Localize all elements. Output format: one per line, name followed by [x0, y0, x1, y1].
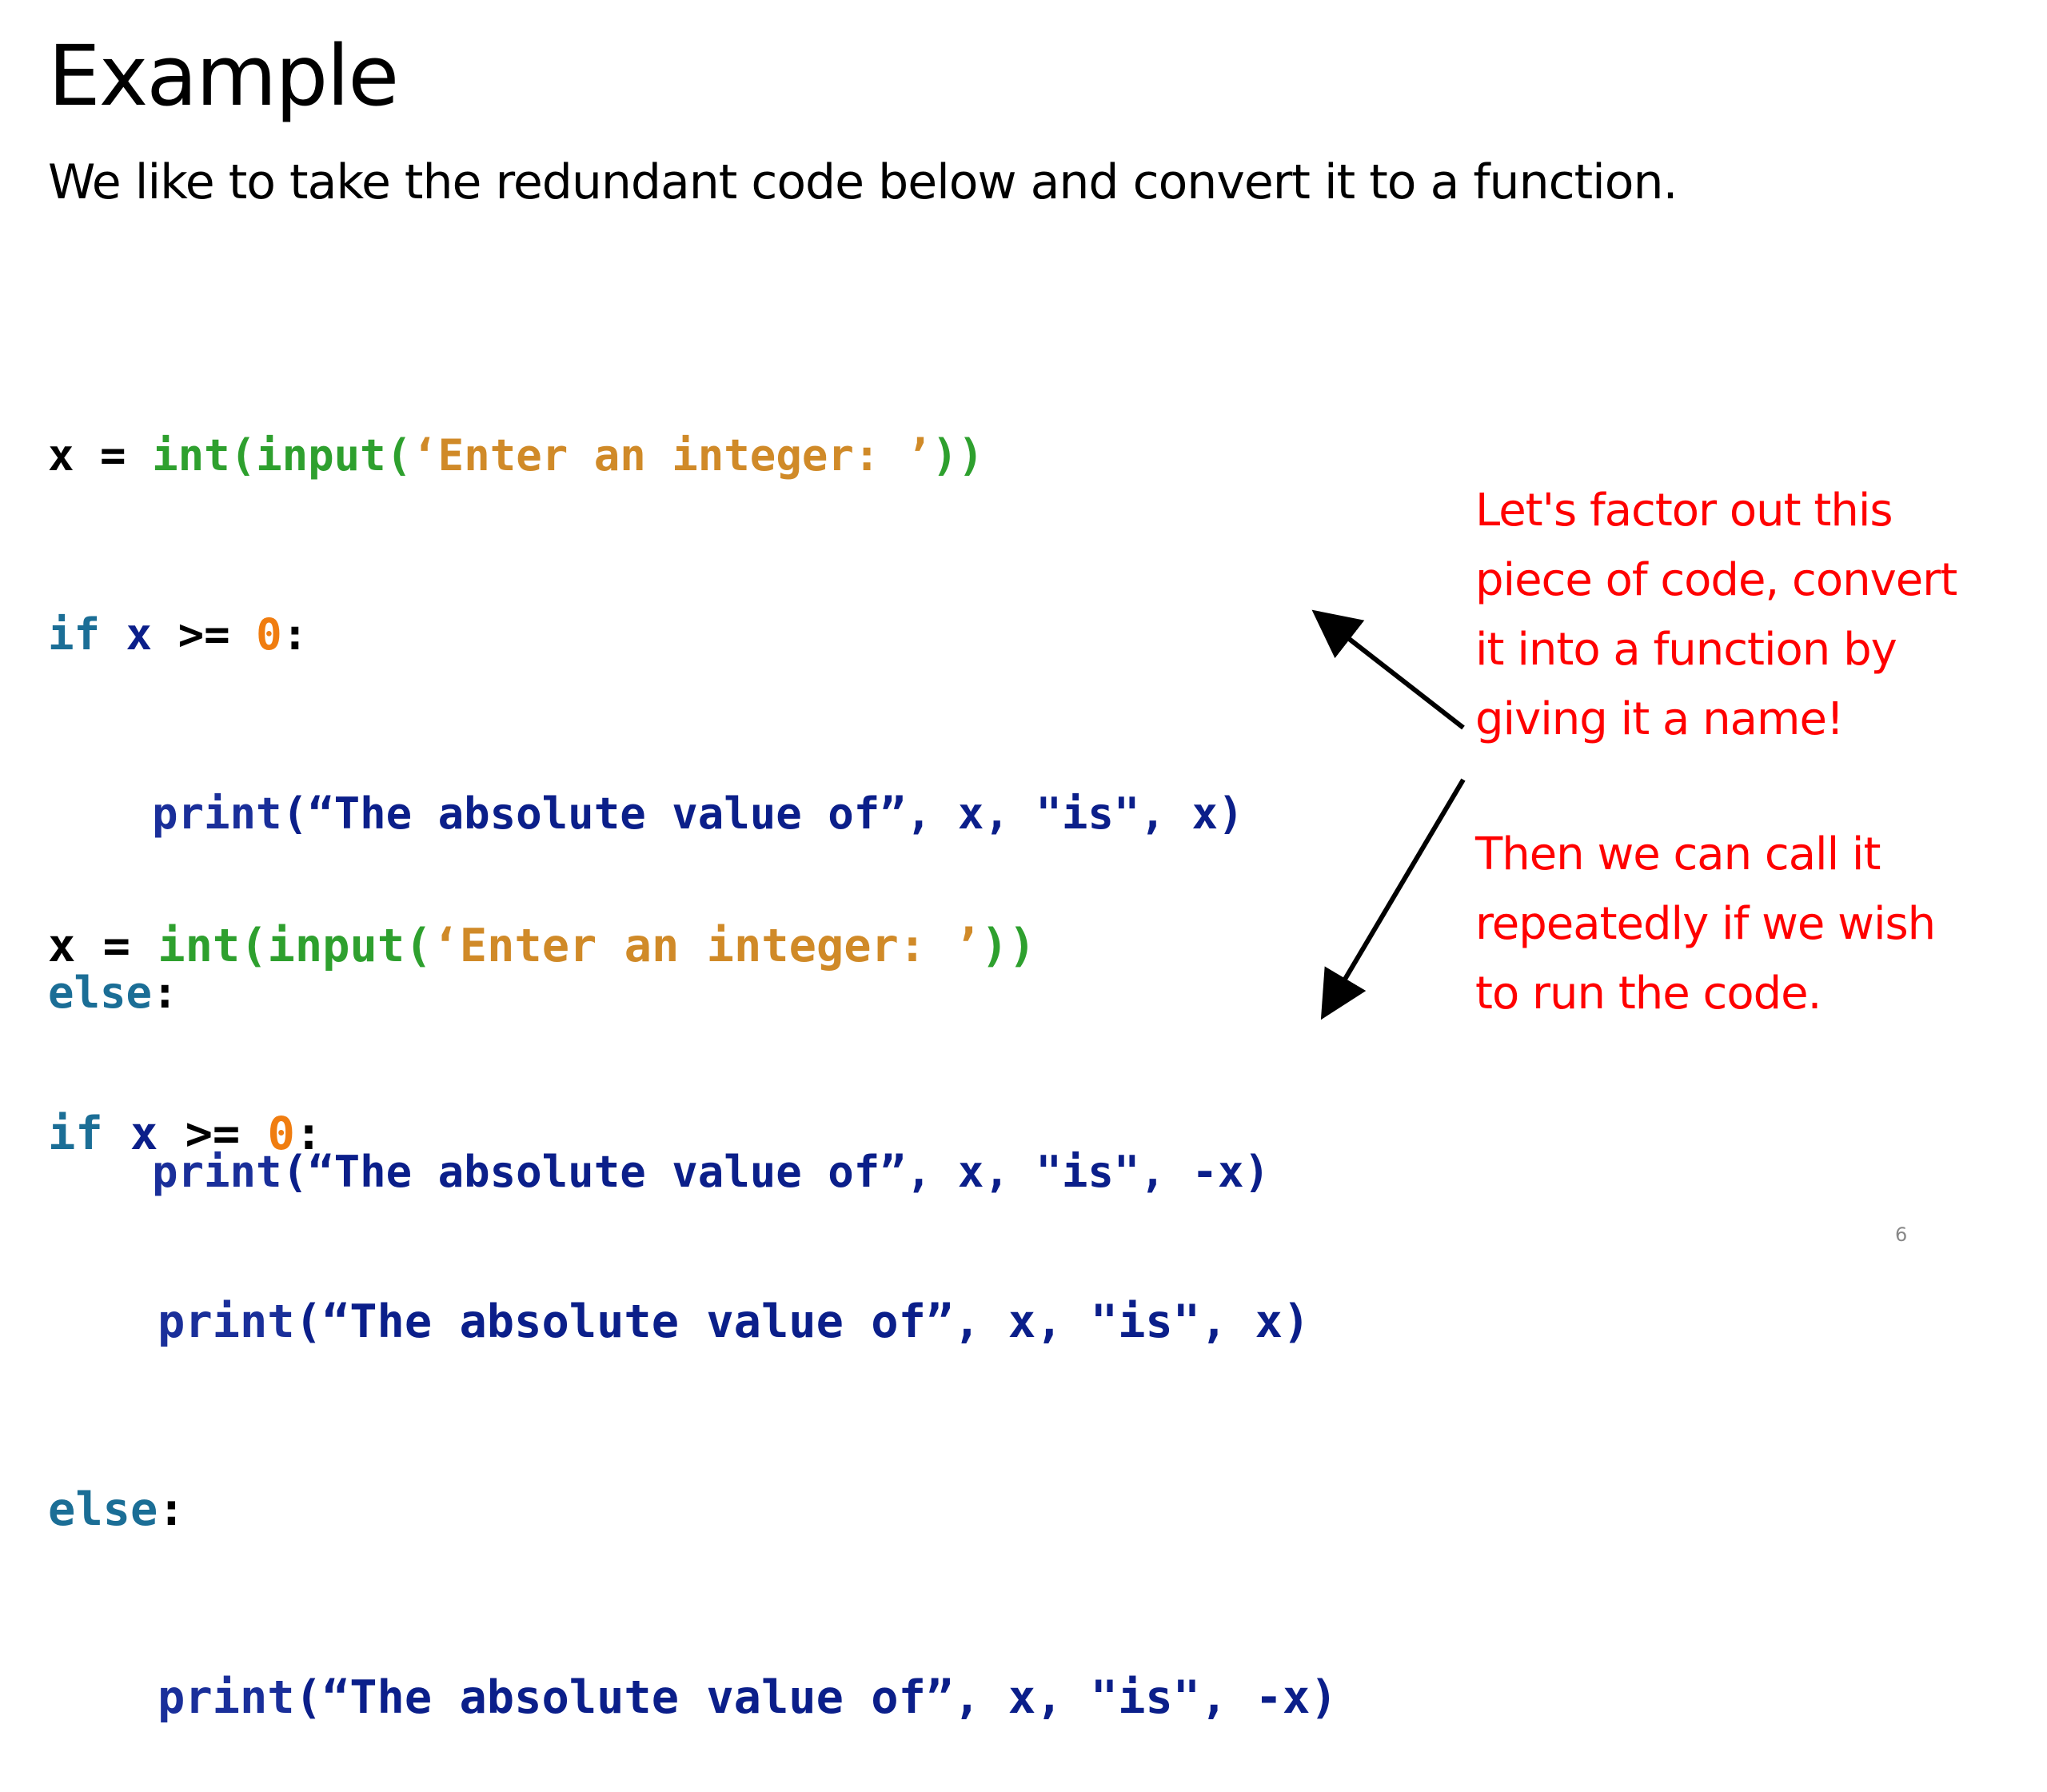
code-block-1: x = int(input(‘Enter an integer: ’)) if …: [48, 316, 1270, 1262]
code-token-string: ‘Enter an integer: ’: [412, 430, 932, 481]
slide-subtitle: We like to take the redundant code below…: [48, 154, 1678, 210]
code-token-colon: :: [281, 609, 309, 660]
code-token-keyword: else: [48, 1483, 158, 1536]
code-token-keyword: else: [48, 968, 153, 1018]
code-line: x = int(input(‘Enter an integer: ’)): [48, 417, 1270, 495]
code-line: if x >= 0:: [48, 1093, 1338, 1175]
code-token-args: (“The absolute value of”, x, "is", x): [294, 1295, 1311, 1348]
code-token-args: (“The absolute value of”, x, "is", -x): [294, 1671, 1338, 1724]
slide-title: Example: [48, 27, 399, 125]
code-token-operator: >=: [185, 1108, 268, 1160]
code-token-close: )): [932, 430, 984, 481]
code-token-var: x: [100, 609, 178, 660]
code-line: print(“The absolute value of”, x, "is", …: [48, 775, 1270, 853]
code-token-call: print: [152, 1147, 282, 1197]
code-token-operator: >=: [178, 609, 257, 660]
code-token-var: x: [102, 1108, 186, 1160]
code-line: else:: [48, 1469, 1338, 1551]
code-token-call: print: [158, 1295, 295, 1348]
annotation-factor-out: Let's factor out this piece of code, con…: [1475, 476, 2019, 754]
code-token-args: (“The absolute value of”, x, "is", x): [281, 788, 1244, 839]
code-token-keyword: if: [48, 1108, 103, 1160]
page-number: 6: [1895, 1223, 1908, 1246]
code-line: if x >= 0:: [48, 596, 1270, 674]
code-token-string: ‘Enter an integer: ’: [432, 920, 981, 972]
code-block-2: x = int(input(‘Enter an integer: ’)) if …: [48, 800, 1338, 1792]
code-token-colon: :: [158, 1483, 186, 1536]
annotation-call-repeatedly: Then we can call it repeatedly if we wis…: [1475, 820, 2019, 1028]
code-token-number: 0: [256, 609, 282, 660]
code-token-args: (“The absolute value of”, x, "is", -x): [281, 1147, 1270, 1197]
code-token-keyword: if: [48, 609, 101, 660]
annotation-line: repeatedly if we wish: [1475, 898, 1936, 950]
annotation-line: Let's factor out this: [1475, 485, 1893, 537]
annotation-line: piece of code, convert: [1475, 554, 1957, 606]
annotation-line: it into a function by: [1475, 624, 1897, 676]
code-token-call: print: [158, 1671, 295, 1724]
code-line: else:: [48, 954, 1270, 1032]
code-line: print(“The absolute value of”, x, "is", …: [48, 1657, 1338, 1739]
code-token-colon: :: [294, 1108, 323, 1160]
code-token-assign: =: [75, 920, 158, 972]
code-token-builtin: int(input(: [158, 920, 433, 972]
code-token-close: )): [980, 920, 1036, 972]
arrow-to-first-block: [1311, 609, 1465, 730]
arrow-to-second-block: [1320, 778, 1466, 1020]
annotation-line: Then we can call it: [1475, 828, 1881, 880]
code-token-var: x: [48, 920, 76, 972]
code-line: x = int(input(‘Enter an integer: ’)): [48, 905, 1338, 988]
code-token-var: x: [48, 430, 74, 481]
annotation-line: to run the code.: [1475, 968, 1822, 1020]
annotation-line: giving it a name!: [1475, 693, 1844, 745]
code-line: print(“The absolute value of”, x, "is", …: [48, 1133, 1270, 1211]
code-token-colon: :: [152, 968, 178, 1018]
code-token-call: print: [152, 788, 282, 839]
code-token-number: 0: [267, 1108, 295, 1160]
code-token-builtin: int(input(: [152, 430, 413, 481]
code-line: print(“The absolute value of”, x, "is", …: [48, 1281, 1338, 1363]
code-token-assign: =: [74, 430, 153, 481]
